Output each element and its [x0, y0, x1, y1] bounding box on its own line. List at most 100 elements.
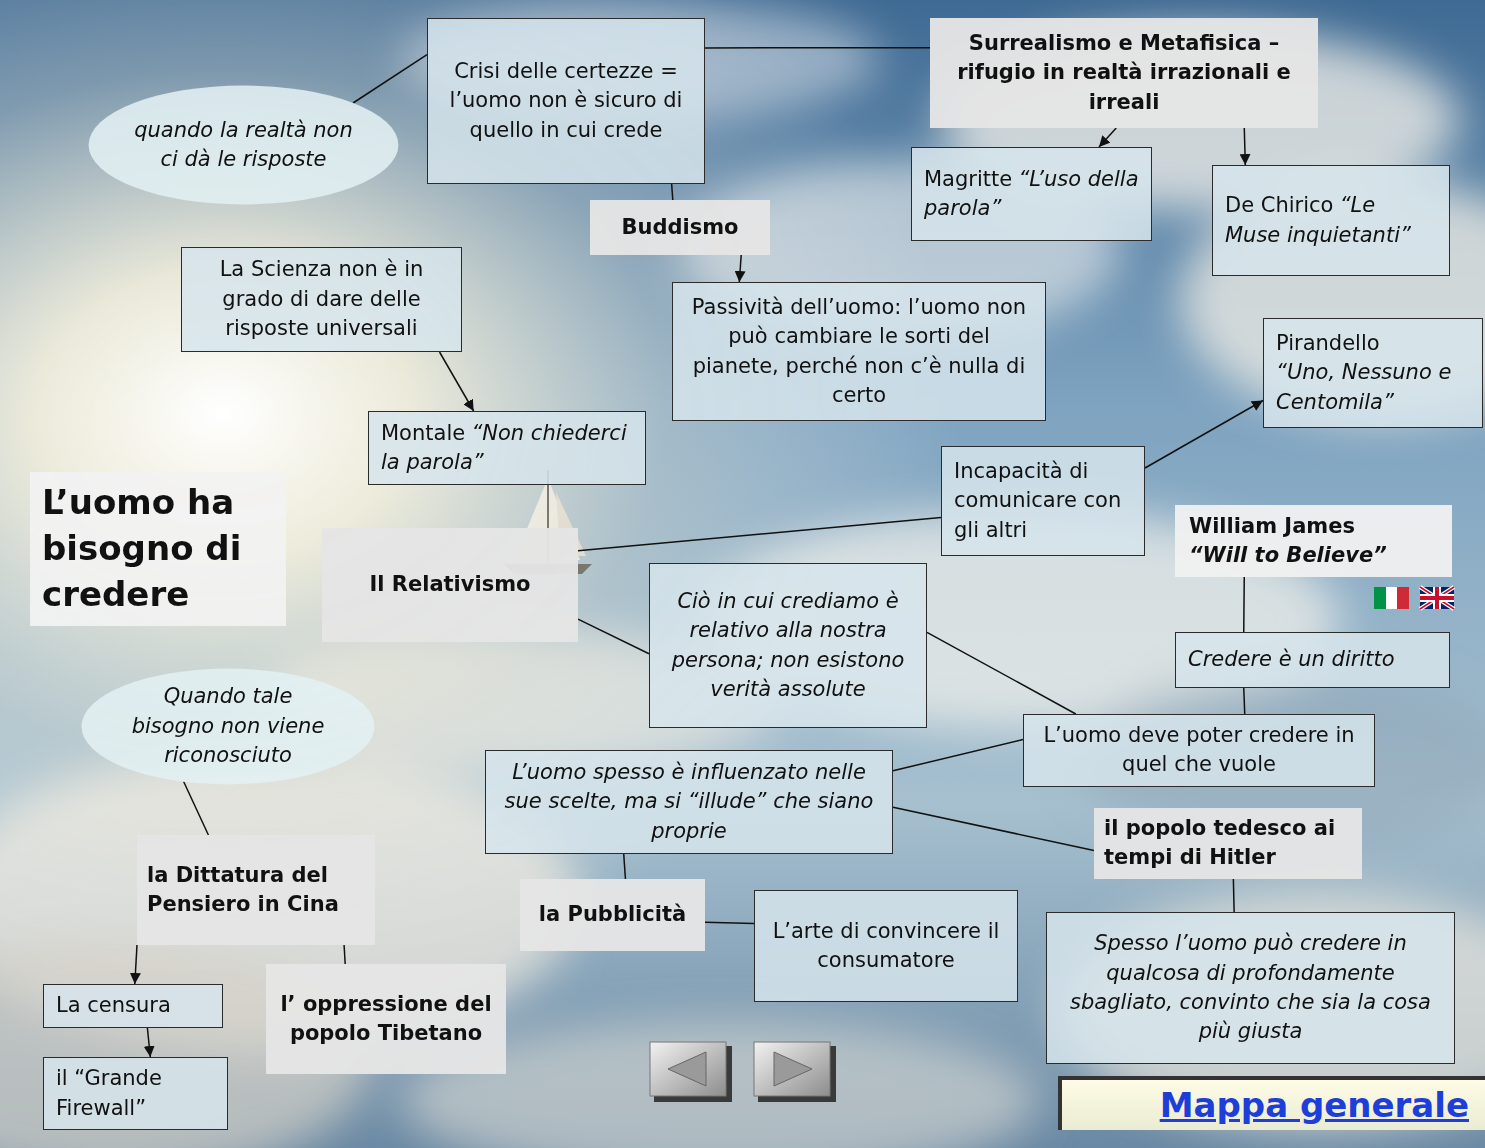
connector [353, 55, 427, 103]
node-content: Pirandello“Uno, Nessuno e Centomila” [1276, 329, 1470, 417]
topic-box: la Pubblicità [520, 879, 705, 951]
nav-link-box: Mappa generale [1058, 1076, 1485, 1130]
work-box: William James “Will to Believe” [1175, 505, 1452, 577]
topic-box: Surrealismo e Metafisica – rifugio in re… [930, 18, 1318, 128]
node-text: William James [1189, 514, 1355, 538]
node-text: Crisi delle certezze = l’uomo non è sicu… [450, 59, 683, 142]
callout-ellipse: quando la realtà non ci dà le risposte [87, 85, 400, 205]
work-box: Pirandello“Uno, Nessuno e Centomila” [1263, 318, 1483, 428]
node-text: Incapacità di comunicare con gli altri [954, 459, 1121, 542]
topic-box: l’ oppressione del popolo Tibetano [266, 964, 506, 1074]
node-content: William James “Will to Believe” [1189, 512, 1438, 571]
node-text: L’uomo ha bisogno di credere [42, 482, 241, 614]
node-content: L’uomo spesso è influenzato nelle sue sc… [498, 758, 880, 846]
node-content: Mappa generale [1078, 1085, 1469, 1125]
node-content: La censura [56, 991, 210, 1020]
connector [1243, 577, 1245, 632]
main-topic: L’uomo ha bisogno di credere [30, 472, 286, 626]
connector [135, 945, 137, 984]
concept-box: il “Grande Firewall” [43, 1057, 228, 1130]
next-button [754, 1042, 836, 1102]
node-content: Passività dell’uomo: l’uomo non può camb… [685, 293, 1033, 411]
connector [893, 807, 1094, 850]
ellipse-outline [81, 669, 374, 785]
node-text: Surrealismo e Metafisica – rifugio in re… [957, 31, 1291, 114]
node-content: Credere è un diritto [1188, 645, 1437, 674]
connector [739, 255, 741, 282]
connector [578, 518, 941, 551]
node-text: Quando tale bisogno non viene riconosciu… [132, 684, 325, 767]
connector [344, 945, 345, 964]
topic-box: il popolo tedesco ai tempi di Hitler [1094, 808, 1362, 879]
node-text: quando la realtà non ci dà le risposte [134, 118, 353, 171]
node-text: Magritte [924, 167, 1012, 191]
concept-box: La censura [43, 984, 223, 1028]
connector [1244, 128, 1245, 165]
node-content: La Scienza non è in grado di dare delle … [194, 255, 449, 343]
uk-flag [1420, 587, 1454, 609]
node-text: il popolo tedesco ai tempi di Hitler [1104, 816, 1335, 869]
node-content: Quando tale bisogno non viene riconosciu… [126, 682, 330, 770]
concept-box: Ciò in cui crediamo è relativo alla nost… [649, 563, 927, 728]
node-text: Montale [381, 421, 465, 445]
work-title: “Will to Believe” [1189, 541, 1438, 570]
concept-box: Crisi delle certezze = l’uomo non è sicu… [427, 18, 705, 184]
node-text: Spesso l’uomo può credere in qualcosa di… [1070, 931, 1431, 1043]
connector [184, 781, 209, 835]
node-text: il “Grande Firewall” [56, 1066, 162, 1119]
connector [1244, 688, 1245, 714]
concept-box: L’uomo deve poter credere in quel che vu… [1023, 714, 1375, 787]
concept-box: Passività dell’uomo: l’uomo non può camb… [672, 282, 1046, 421]
node-text: Il Relativismo [369, 572, 530, 596]
connector [624, 854, 626, 879]
node-content: De Chirico“Le Muse inquietanti” [1225, 191, 1437, 250]
connector [927, 632, 1076, 714]
node-text: Buddismo [621, 215, 738, 239]
node-content: Il Relativismo [332, 570, 568, 599]
node-text: L’arte di convincere il consumatore [773, 919, 1000, 972]
concept-box: La Scienza non è in grado di dare delle … [181, 247, 462, 352]
node-content: L’uomo ha bisogno di credere [42, 480, 274, 618]
concept-box: Incapacità di comunicare con gli altri [941, 446, 1145, 556]
concept-box: Spesso l’uomo può credere in qualcosa di… [1046, 912, 1455, 1064]
topic-box: Il Relativismo [322, 528, 578, 642]
connector [440, 352, 474, 411]
italian-flag [1374, 587, 1409, 609]
node-content: la Dittatura del Pensiero in Cina [147, 861, 365, 920]
node-text: la Pubblicità [539, 902, 686, 926]
node-content: L’arte di convincere il consumatore [767, 917, 1005, 976]
node-content: il popolo tedesco ai tempi di Hitler [1104, 814, 1352, 873]
node-text: L’uomo deve poter credere in quel che vu… [1043, 723, 1354, 776]
topic-box: Buddismo [590, 200, 770, 255]
node-content: Montale“Non chiederci la parola” [381, 419, 633, 478]
topic-box: la Dittatura del Pensiero in Cina [137, 835, 375, 945]
node-text: L’uomo spesso è influenzato nelle sue sc… [505, 760, 874, 843]
node-content: la Pubblicità [530, 900, 695, 929]
connector [672, 184, 673, 200]
node-content: il “Grande Firewall” [56, 1064, 215, 1123]
node-content: L’uomo deve poter credere in quel che vu… [1036, 721, 1362, 780]
node-content: quando la realtà non ci dà le risposte [133, 116, 354, 175]
connector [578, 619, 649, 654]
node-text: De Chirico [1225, 193, 1333, 217]
node-text: Ciò in cui crediamo è relativo alla nost… [672, 589, 905, 701]
node-content: Ciò in cui crediamo è relativo alla nost… [662, 587, 914, 705]
concept-box: Credere è un diritto [1175, 632, 1450, 688]
node-text: Pirandello [1276, 331, 1380, 355]
node-text: l’ oppressione del popolo Tibetano [280, 992, 491, 1045]
node-content: Crisi delle certezze = l’uomo non è sicu… [440, 57, 692, 145]
node-content: Magritte“L’uso della parola” [924, 165, 1139, 224]
node-text: Passività dell’uomo: l’uomo non può camb… [692, 295, 1026, 407]
node-text: La censura [56, 993, 171, 1017]
concept-box: L’uomo spesso è influenzato nelle sue sc… [485, 750, 893, 854]
connector [705, 47, 930, 49]
node-text: Credere è un diritto [1188, 647, 1395, 671]
node-text: La Scienza non è in grado di dare delle … [220, 257, 424, 340]
concept-box: L’arte di convincere il consumatore [754, 890, 1018, 1002]
work-box: Magritte“L’uso della parola” [911, 147, 1152, 241]
node-content: Spesso l’uomo può credere in qualcosa di… [1059, 929, 1442, 1047]
